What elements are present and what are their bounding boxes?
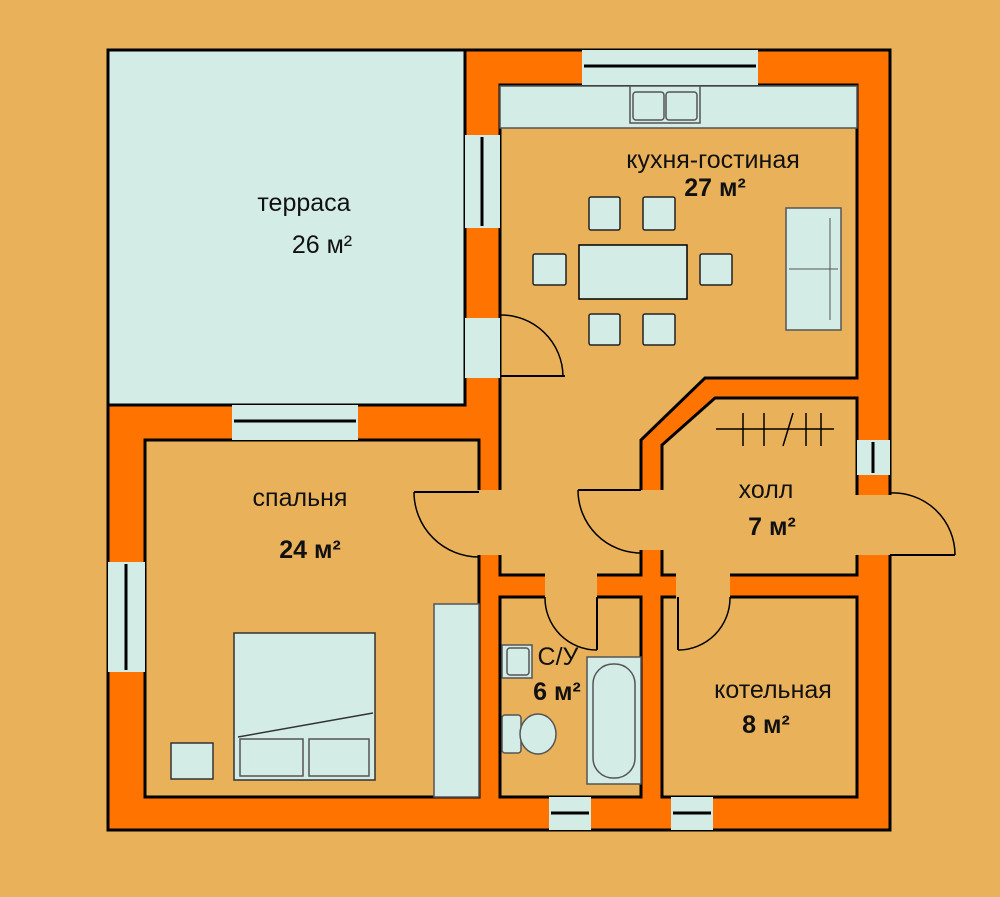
hall-label: холл: [739, 476, 794, 504]
bathtub-icon: [586, 656, 642, 785]
window-terrace-kitchen: [465, 135, 500, 228]
kitchen-area: 27 м²: [684, 174, 746, 202]
boiler-floor: [660, 595, 859, 799]
window-bathroom: [549, 797, 591, 830]
bathroom-area: 6 м²: [533, 678, 581, 706]
door-entrance[interactable]: [889, 492, 956, 556]
bathroom-label: С/У: [538, 643, 579, 671]
window-hall-right: [857, 440, 890, 475]
terrace-door-opening: [465, 318, 500, 378]
bed: [233, 632, 376, 781]
hall-opening: [639, 490, 664, 550]
terrace-label: терраса: [257, 189, 350, 217]
wardrobe: [433, 603, 480, 798]
chair: [699, 253, 733, 286]
washbasin-icon: [501, 644, 533, 679]
dining-table: [578, 244, 688, 300]
chair: [588, 313, 621, 346]
hall-area: 7 м²: [748, 513, 796, 541]
chair: [532, 253, 567, 286]
door-boiler[interactable]: [677, 596, 731, 651]
terrace-floor: [106, 48, 467, 407]
window-kitchen-top: [582, 50, 758, 85]
boiler-label: котельная: [714, 676, 832, 704]
entrance-opening: [855, 495, 892, 555]
door-bedroom[interactable]: [413, 491, 480, 558]
boiler-door-opening: [676, 573, 730, 599]
bedroom-label: спальня: [253, 484, 348, 512]
terrace-area: 26 м²: [292, 231, 352, 259]
hall-floor: [660, 396, 859, 577]
toilet-icon: [501, 713, 557, 755]
bedroom-door-opening: [477, 490, 502, 555]
window-bedroom-top: [232, 405, 358, 440]
chair: [642, 196, 676, 231]
sofa: [785, 207, 842, 331]
bathroom-door-opening: [545, 573, 597, 599]
chair: [588, 196, 621, 231]
wardrobe-symbol: [716, 412, 834, 447]
nightstand: [170, 742, 214, 780]
kitchen-label: кухня-гостиная: [626, 146, 800, 174]
chair: [642, 313, 676, 346]
door-hall[interactable]: [577, 489, 642, 554]
window-bedroom-left: [108, 562, 145, 672]
window-boiler: [671, 797, 713, 830]
chairs: [532, 196, 733, 346]
boiler-area: 8 м²: [742, 711, 790, 739]
sink-icon: [629, 85, 701, 124]
door-bathroom[interactable]: [544, 596, 598, 651]
bedroom-area: 24 м²: [279, 536, 341, 564]
door-terrace[interactable]: [499, 314, 565, 377]
